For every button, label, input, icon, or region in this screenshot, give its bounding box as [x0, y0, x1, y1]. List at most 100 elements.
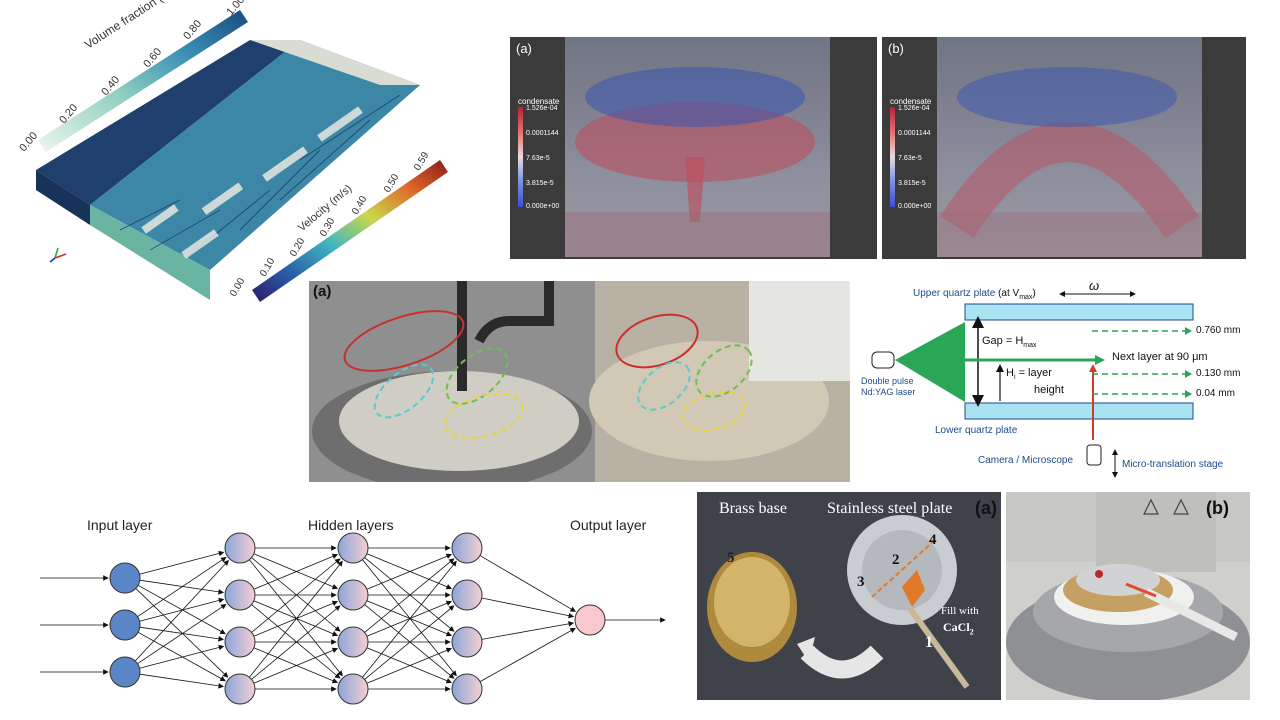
hidden-node — [224, 673, 256, 705]
dist3-label: 0.04 mm — [1196, 388, 1235, 399]
hidden-node — [337, 626, 369, 658]
nn-edge — [137, 584, 226, 635]
upper-plate-text: Upper quartz plate — [913, 288, 996, 299]
upper-plate-suffix: (at V — [998, 288, 1020, 299]
fill-line2: CaCl2 — [943, 620, 974, 636]
num-4: 4 — [929, 532, 937, 548]
upper-plate-label: Upper quartz plate (at Vmax) — [913, 288, 1036, 301]
steel-plate-label: Stainless steel plate — [827, 500, 953, 517]
nn-edge — [251, 605, 341, 680]
num-2: 2 — [892, 552, 900, 568]
nn-edge — [137, 631, 226, 682]
condensate-colorbar-a: condensate 1.526e-04 0.0001144 7.63e-5 3… — [518, 97, 578, 217]
apparatus-photo-b: (b) — [1006, 492, 1250, 700]
cb-tick: 0.0001144 — [526, 130, 559, 137]
nn-edge — [253, 600, 339, 637]
hi-label: Hi = layer — [1006, 367, 1052, 381]
apparatus-photo-a: Brass base Stainless steel plate (a) 5 2… — [697, 492, 1001, 700]
nn-edge — [249, 559, 343, 677]
upper-plate-close: ) — [1032, 288, 1036, 299]
nn-edge — [366, 553, 453, 590]
nn-edge — [366, 647, 453, 684]
hidden-node — [224, 626, 256, 658]
nn-edge — [139, 626, 224, 642]
nn-edge — [366, 600, 453, 637]
hi-sub: i — [1013, 374, 1016, 382]
nn-edge — [139, 644, 225, 669]
nn-edge — [135, 588, 229, 678]
input-node — [109, 609, 141, 641]
nn-edge — [362, 559, 457, 677]
nn-edge — [134, 559, 229, 662]
nn-edge — [481, 597, 575, 619]
nn-edge — [137, 604, 227, 664]
fill-sub: 2 — [969, 627, 974, 637]
hidden-node — [451, 532, 483, 564]
stage-label: Micro-translation stage — [1122, 459, 1224, 470]
output-layer-label: Output layer — [570, 517, 647, 533]
condensate-b-label: (b) — [888, 41, 904, 56]
lower-plate-label: Lower quartz plate — [935, 425, 1018, 436]
apparatus-a-label: (a) — [975, 498, 997, 518]
nn-edge — [364, 605, 455, 680]
nn-edge — [364, 557, 455, 632]
camera-label: Camera / Microscope — [978, 455, 1074, 466]
laser-line2: Nd:YAG laser — [861, 387, 916, 397]
nn-edge — [139, 597, 225, 622]
mixer-label: (a) — [313, 283, 332, 300]
fill-cacl: CaCl — [943, 620, 970, 634]
hi-rest: = layer — [1015, 367, 1052, 379]
nn-edge — [479, 555, 577, 612]
cb-tick: 0.000e+00 — [898, 203, 932, 210]
hi-text: H — [1006, 367, 1014, 379]
cb-tick: 7.63e-5 — [898, 155, 922, 162]
nn-edge — [253, 553, 339, 590]
nn-edge — [253, 600, 339, 637]
condensate-panel-a: (a) condensate 1.526e-04 0.0001144 7.63e… — [510, 37, 877, 259]
input-node — [109, 656, 141, 688]
cb-tick: 0.0001144 — [898, 130, 931, 137]
neural-network-diagram: Input layer Hidden layers Output layer — [40, 505, 680, 710]
cb-tick: 3.815e-5 — [898, 180, 926, 187]
apparatus-b-graphic — [1006, 492, 1250, 700]
apparatus-b-label: (b) — [1206, 498, 1229, 518]
hidden-node — [451, 673, 483, 705]
laser-line1: Double pulse — [861, 376, 914, 386]
simulation-slab-graphic — [36, 10, 448, 302]
nn-edge — [253, 553, 339, 590]
hidden-node — [224, 579, 256, 611]
hidden-node — [337, 532, 369, 564]
condensate-volume-b — [937, 37, 1202, 257]
omega-label: ω — [1089, 280, 1100, 293]
hidden-layers-label: Hidden layers — [308, 517, 394, 533]
num-1: 1 — [925, 634, 933, 651]
neural-network-graphic — [40, 532, 666, 705]
mixer-graphic — [309, 281, 850, 482]
input-layer-label: Input layer — [87, 517, 153, 533]
nn-edge — [364, 558, 455, 633]
brass-base-label: Brass base — [719, 500, 787, 517]
hidden-node — [224, 532, 256, 564]
nn-edge — [139, 550, 225, 575]
nn-edge — [251, 558, 341, 633]
hidden-node — [337, 579, 369, 611]
next-layer-label: Next layer at 90 μm — [1112, 351, 1208, 363]
colorbar-title: condensate — [890, 97, 932, 106]
nn-edge — [249, 560, 343, 678]
upper-plate-sub: max — [1019, 294, 1033, 301]
nn-edge — [139, 579, 224, 595]
nn-edge — [481, 621, 575, 640]
hidden-node — [451, 626, 483, 658]
fill-line1: Fill with — [941, 605, 979, 617]
laser-diagram-graphic — [871, 291, 1194, 478]
num-3: 3 — [857, 574, 865, 590]
nn-edge — [251, 557, 341, 632]
input-node — [109, 562, 141, 594]
nn-edge — [366, 647, 453, 684]
nn-edge — [479, 627, 576, 683]
hidden-node — [451, 579, 483, 611]
colorbar-title: condensate — [518, 97, 560, 106]
nn-edge — [366, 600, 453, 637]
cb-tick: 3.815e-5 — [526, 180, 554, 187]
gap-label: Gap = Hmax — [982, 335, 1037, 349]
